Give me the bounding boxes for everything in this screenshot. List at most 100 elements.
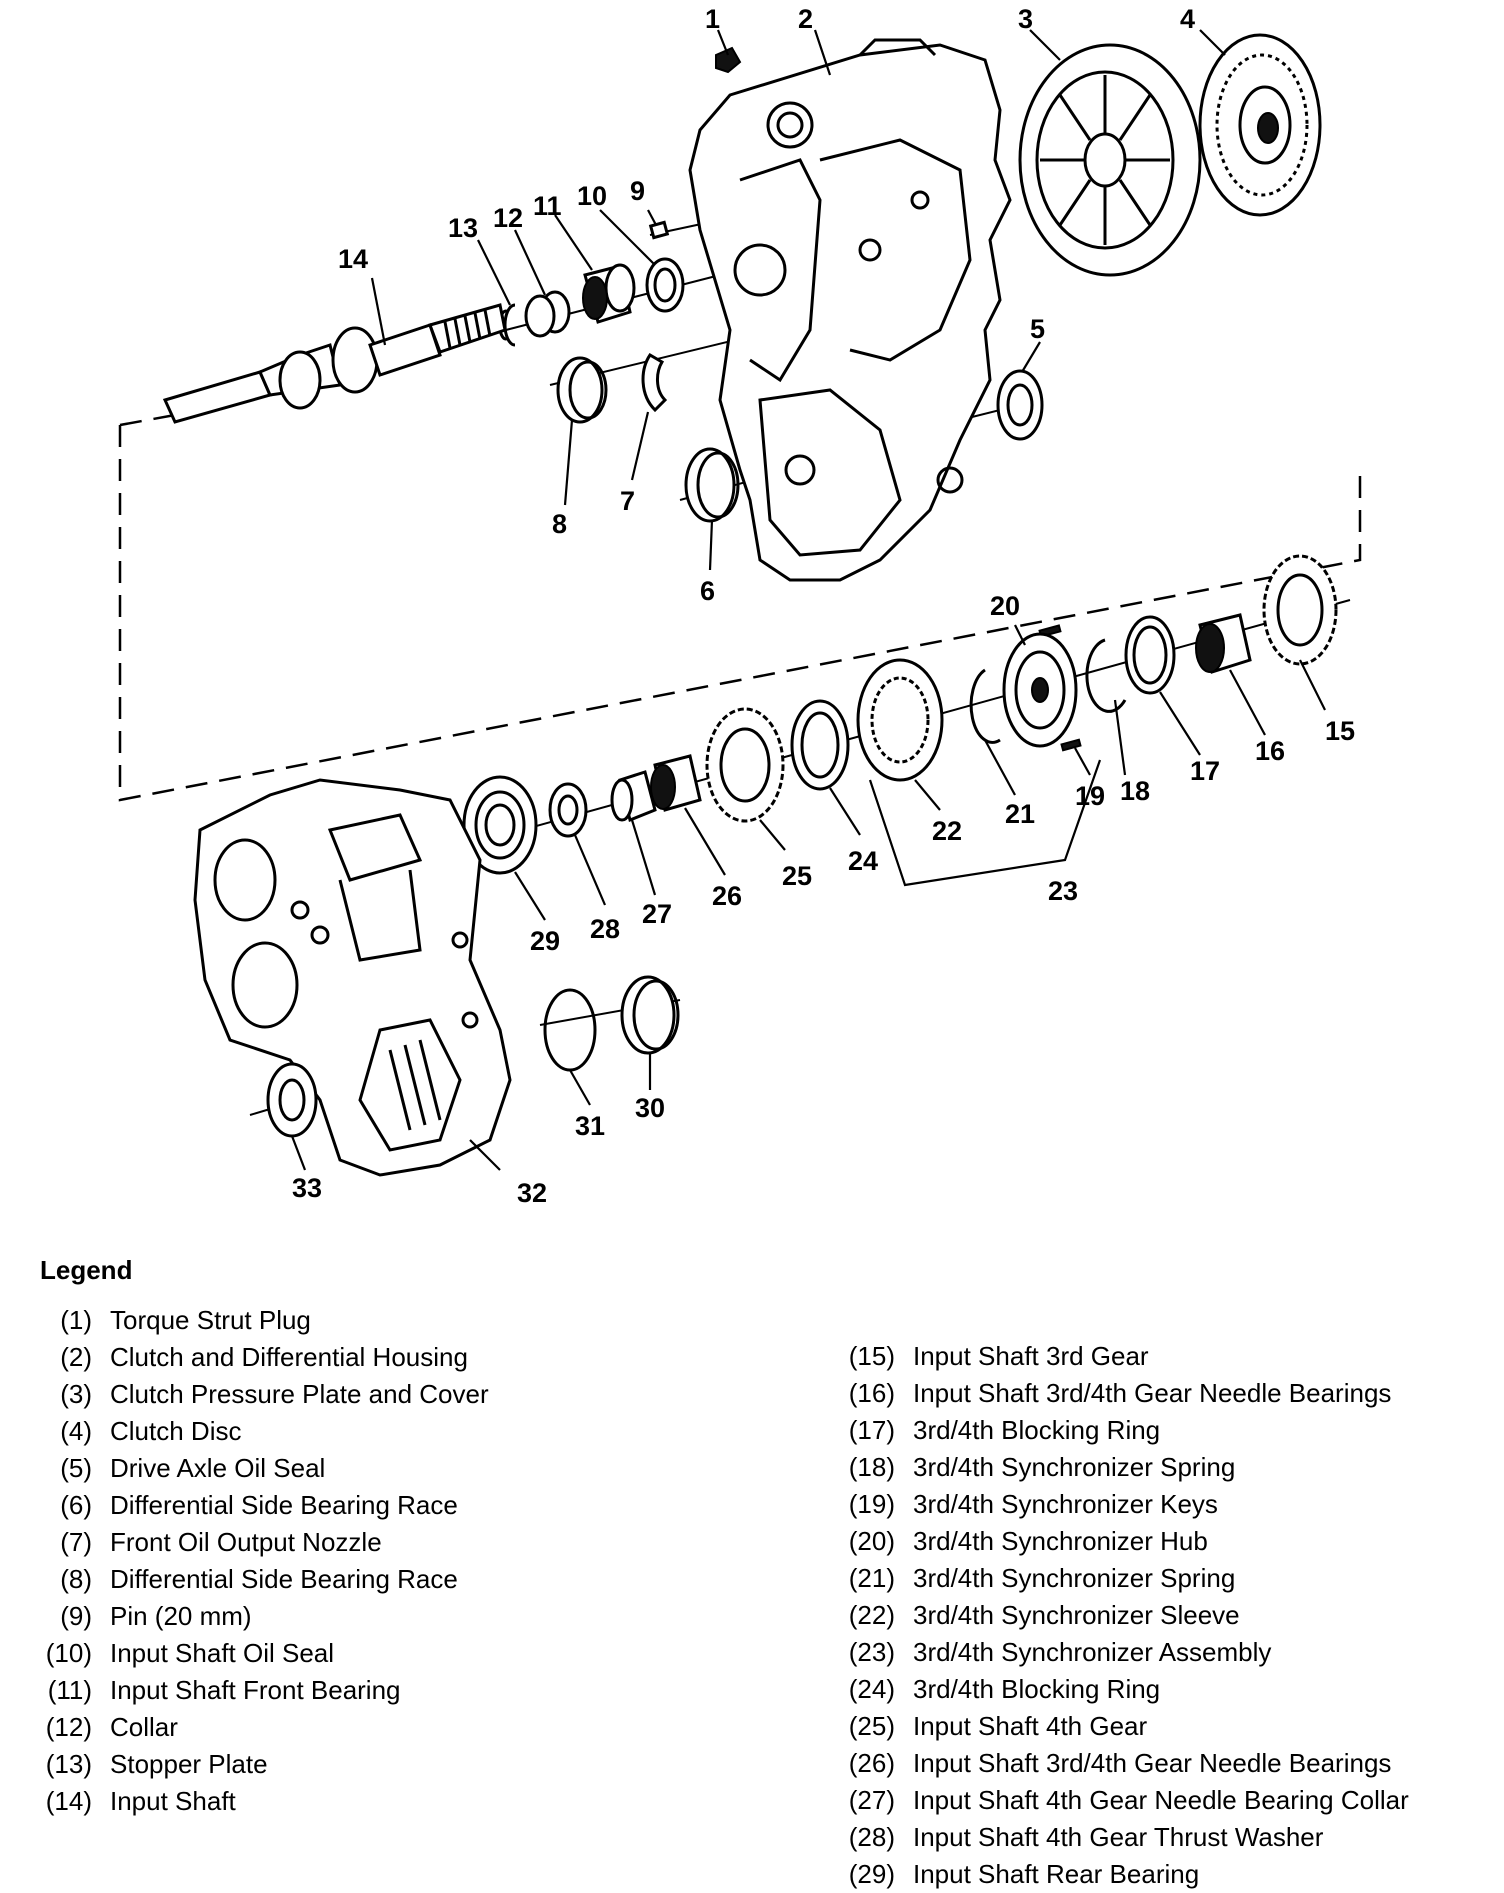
legend-item-number: (13) — [45, 1749, 92, 1779]
legend-item-label: Input Shaft 4th Gear — [913, 1711, 1148, 1741]
legend-item-label: Input Shaft 3rd/4th Gear Needle Bearings — [913, 1748, 1392, 1778]
callout-28: 28 — [590, 914, 620, 944]
legend-item: (7) Front Oil Output Nozzle — [20, 1524, 489, 1561]
differential-side-bearing-race-30 — [620, 975, 680, 1055]
legend-item-number: (1) — [60, 1305, 92, 1335]
legend-item-label: Front Oil Output Nozzle — [110, 1527, 382, 1557]
legend-item: (13) Stopper Plate — [20, 1746, 489, 1783]
legend-item: (9)Pin (20 mm) — [20, 1598, 489, 1635]
clutch-disc — [1198, 33, 1322, 217]
callout-12: 12 — [493, 203, 523, 233]
input-shaft — [162, 303, 507, 424]
callout-17: 17 — [1190, 756, 1220, 786]
clutch-differential-housing — [688, 38, 1012, 582]
legend-item-label: 3rd/4th Blocking Ring — [913, 1674, 1161, 1704]
callout-5: 5 — [1030, 314, 1045, 344]
callout-21: 21 — [1005, 799, 1035, 829]
input-shaft-oil-seal — [645, 257, 685, 313]
callout-10: 10 — [577, 181, 607, 211]
legend-item-label: Input Shaft Front Bearing — [110, 1675, 401, 1705]
legend-item-number: (12) — [45, 1712, 92, 1742]
callout-15: 15 — [1325, 716, 1355, 746]
legend-item-label: Drive Axle Oil Seal — [110, 1453, 326, 1483]
callout-30: 30 — [635, 1093, 665, 1123]
callout-22: 22 — [932, 816, 962, 846]
assembly-23-bracket — [868, 759, 1102, 887]
legend-item-number: (6) — [60, 1490, 92, 1520]
legend-item-label: Clutch Disc — [110, 1416, 242, 1446]
legend-item-number: (28) — [848, 1822, 895, 1852]
blocking-ring-17 — [1124, 615, 1176, 695]
legend-left-column: (1)Torque Strut Plug (2)Clutch and Diffe… — [20, 1302, 489, 1820]
callout-16: 16 — [1255, 736, 1285, 766]
needle-bearings-16 — [1195, 613, 1252, 674]
synchronizer-spring-18 — [1085, 638, 1127, 713]
legend-item-label: Differential Side Bearing Race — [110, 1564, 458, 1594]
legend-item-number: (16) — [848, 1378, 895, 1408]
legend-item-label: 3rd/4th Synchronizer Keys — [913, 1489, 1218, 1519]
callout-1: 1 — [705, 4, 720, 34]
blocking-ring-24 — [790, 699, 850, 791]
needle-bearings-26 — [650, 754, 702, 812]
legend-item-number: (27) — [848, 1785, 895, 1815]
clutch-pressure-plate — [1018, 43, 1202, 277]
legend-title: Legend — [40, 1255, 133, 1285]
legend-item-label: Input Shaft — [110, 1786, 236, 1816]
legend-item-label: 3rd/4th Synchronizer Assembly — [913, 1637, 1272, 1667]
callout-14: 14 — [338, 244, 368, 274]
callout-numbers: 1 2 3 4 5 6 7 8 9 10 11 12 13 14 15 16 1… — [292, 4, 1355, 1208]
pin-20mm — [648, 220, 670, 240]
legend-item: (12)Collar — [20, 1709, 489, 1746]
legend-item: (23) 3rd/4th Synchronizer Assembly — [770, 1634, 1409, 1671]
callout-27: 27 — [642, 899, 672, 929]
input-shaft-4th-gear — [705, 707, 785, 823]
transmission-case — [193, 778, 512, 1177]
callout-24: 24 — [848, 846, 878, 876]
callout-26: 26 — [712, 881, 742, 911]
callout-11: 11 — [533, 191, 562, 221]
legend-item-label: Clutch and Differential Housing — [110, 1342, 468, 1372]
legend-item: (11)Input Shaft Front Bearing — [20, 1672, 489, 1709]
callout-23: 23 — [1048, 876, 1078, 906]
legend-item: (14) Input Shaft — [20, 1783, 489, 1820]
legend-item: (26)Input Shaft 3rd/4th Gear Needle Bear… — [770, 1745, 1409, 1782]
exploded-diagram: 1 2 3 4 5 6 7 8 9 10 11 12 13 14 15 16 1… — [118, 4, 1362, 1208]
legend-item-label: Differential Side Bearing Race — [110, 1490, 458, 1520]
legend-item-number: (17) — [848, 1415, 895, 1445]
legend-item-number: (14) — [45, 1786, 92, 1816]
legend-item-number: (8) — [60, 1564, 92, 1594]
torque-strut-plug — [715, 46, 742, 74]
legend-item: (17)3rd/4th Blocking Ring — [770, 1412, 1409, 1449]
callout-13: 13 — [448, 213, 478, 243]
callout-7: 7 — [620, 486, 635, 516]
needle-bearing-collar — [610, 770, 657, 823]
legend-item: (18)3rd/4th Synchronizer Spring — [770, 1449, 1409, 1486]
legend-item-number: (23) — [848, 1637, 895, 1667]
legend-item: (27)Input Shaft 4th Gear Needle Bearing … — [770, 1782, 1409, 1819]
legend-item-number: (20) — [848, 1526, 895, 1556]
synchronizer-spring-21 — [969, 668, 1001, 744]
legend-item-number: (2) — [60, 1342, 92, 1372]
differential-side-bearing-race-8 — [556, 356, 608, 424]
legend-item-label: Pin (20 mm) — [110, 1601, 252, 1631]
collar — [524, 290, 571, 338]
legend-item-number: (15) — [848, 1341, 895, 1371]
legend-item: (25)Input Shaft 4th Gear — [770, 1708, 1409, 1745]
legend-item-number: (5) — [60, 1453, 92, 1483]
synchronizer-sleeve — [856, 658, 944, 782]
legend-item-number: (4) — [60, 1416, 92, 1446]
legend-item-number: (24) — [848, 1674, 895, 1704]
legend-item-number: (21) — [848, 1563, 895, 1593]
legend-item-number: (7) — [60, 1527, 92, 1557]
callout-20: 20 — [990, 591, 1020, 621]
legend-item-label: Stopper Plate — [110, 1749, 268, 1779]
legend-item: (22)3rd/4th Synchronizer Sleeve — [770, 1597, 1409, 1634]
front-oil-output-nozzle — [641, 352, 668, 413]
legend-item-label: 3rd/4th Synchronizer Spring — [913, 1563, 1236, 1593]
legend-item: (6) Differential Side Bearing Race — [20, 1487, 489, 1524]
input-shaft-rear-bearing — [462, 775, 538, 875]
legend-item-label: Input Shaft 3rd/4th Gear Needle Bearings — [913, 1378, 1392, 1408]
legend-item-label: Input Shaft 3rd Gear — [913, 1341, 1149, 1371]
legend-item: (19)3rd/4th Synchronizer Keys — [770, 1486, 1409, 1523]
legend-item: (3)Clutch Pressure Plate and Cover — [20, 1376, 488, 1413]
